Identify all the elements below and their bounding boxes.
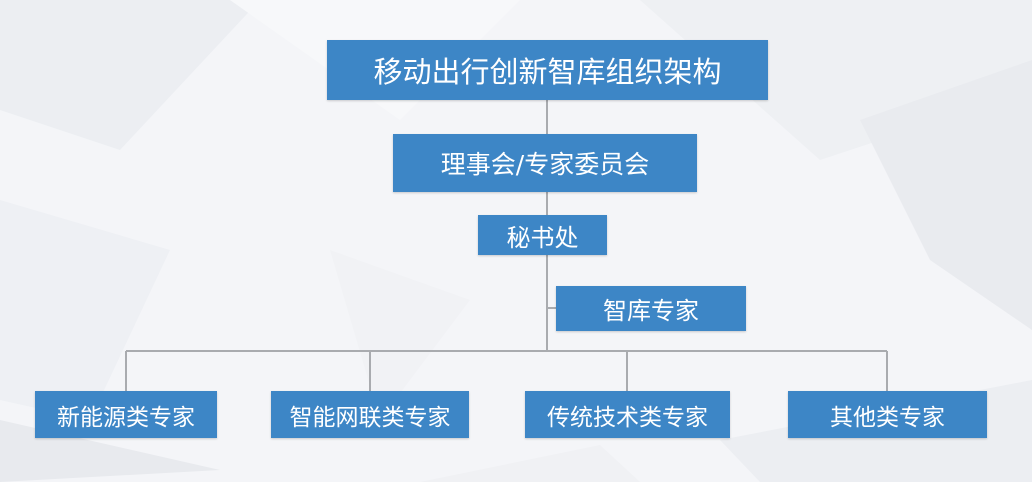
secretariat-node: 秘书处 bbox=[478, 215, 607, 255]
org-chart-title-node: 移动出行创新智库组织架构 bbox=[327, 40, 768, 100]
category-node-other: 其他类专家 bbox=[788, 391, 987, 438]
category-node-traditional-tech: 传统技术类专家 bbox=[525, 391, 730, 438]
board-committee-node: 理事会/专家委员会 bbox=[393, 134, 697, 192]
category-node-new-energy: 新能源类专家 bbox=[35, 391, 217, 438]
category-node-intelligent-connected: 智能网联类专家 bbox=[271, 391, 469, 438]
think-tank-experts-node: 智库专家 bbox=[556, 286, 746, 331]
